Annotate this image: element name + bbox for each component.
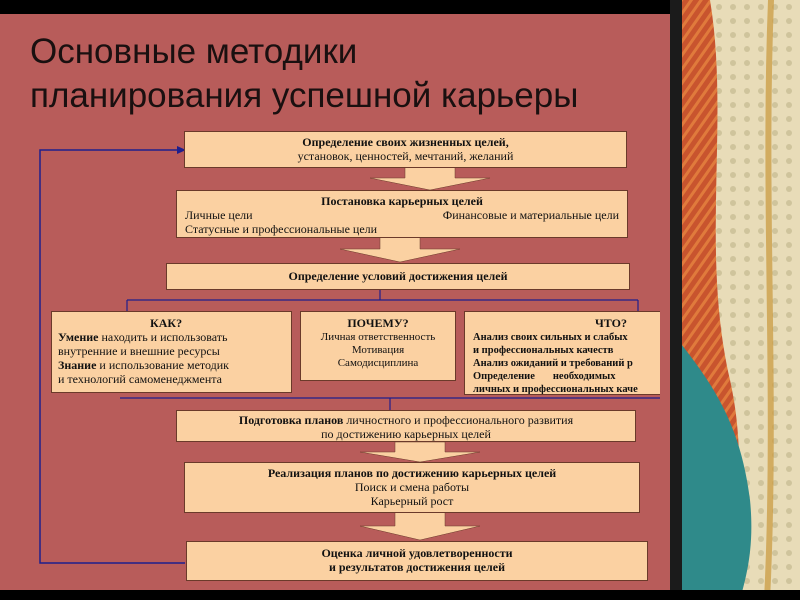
what-box: ЧТО? Анализ своих сильных и слабых и про…: [464, 311, 660, 395]
career-goals-heading: Постановка карьерных целей: [185, 194, 619, 208]
why-heading: ПОЧЕМУ?: [301, 316, 455, 331]
implementation-career-growth: Карьерный рост: [185, 494, 639, 508]
why-responsibility: Личная ответственность: [301, 331, 455, 344]
life-goals-line-1: Определение своих жизненных целей,: [185, 135, 626, 149]
evaluation-line-1: Оценка личной удовлетворенности: [187, 546, 647, 560]
what-heading: ЧТО?: [473, 316, 660, 331]
why-motivation: Мотивация: [301, 344, 455, 357]
why-box: ПОЧЕМУ? Личная ответственность Мотивация…: [300, 311, 456, 381]
career-goals-personal: Личные цели: [185, 208, 253, 222]
page-title: Основные методики планирования успешной …: [30, 30, 578, 118]
what-strengths: Анализ своих сильных и слабых: [473, 331, 660, 344]
plans-box: Подготовка планов личностного и професси…: [176, 410, 636, 442]
how-knowledge-text: и использование методик: [96, 358, 229, 372]
career-goals-row: Личные цели Финансовые и материальные це…: [185, 208, 619, 222]
how-skill-text: находить и использовать: [98, 330, 227, 344]
implementation-box: Реализация планов по достижению карьерны…: [184, 462, 640, 513]
title-line-2: планирования успешной карьеры: [30, 74, 578, 118]
what-definition: Определение: [473, 371, 535, 382]
how-knowledge-label: Знание: [58, 358, 96, 372]
conditions-box: Определение условий достижения целей: [166, 263, 630, 290]
title-line-1: Основные методики: [30, 30, 578, 74]
how-box: КАК? Умение находить и использовать внут…: [51, 311, 292, 393]
what-qualities: и профессиональных качеств: [473, 344, 660, 357]
evaluation-line-2: и результатов достижения целей: [187, 560, 647, 574]
plans-heading: Подготовка планов: [239, 413, 343, 427]
plans-line-2: по достижению карьерных целей: [177, 427, 635, 441]
how-resources: внутренние и внешние ресурсы: [58, 344, 285, 358]
career-goals-box: Постановка карьерных целей Личные цели Ф…: [176, 190, 628, 238]
how-technologies: и технологий самоменеджмента: [58, 372, 285, 386]
evaluation-box: Оценка личной удовлетворенности и резуль…: [186, 541, 648, 581]
conditions-text: Определение условий достижения целей: [167, 269, 629, 283]
what-personal-qualities: личных и профессиональных каче: [473, 383, 660, 395]
decorative-fabric-panel: [670, 0, 800, 600]
implementation-job-search: Поиск и смена работы: [185, 480, 639, 494]
how-skill-label: Умение: [58, 330, 98, 344]
bottom-bar: [0, 590, 800, 600]
plans-heading-rest: личностного и профессионального развития: [343, 413, 573, 427]
what-expectations: Анализ ожиданий и требований р: [473, 357, 660, 370]
implementation-heading: Реализация планов по достижению карьерны…: [185, 466, 639, 480]
career-goals-financial: Финансовые и материальные цели: [443, 208, 619, 222]
why-self-discipline: Самодисциплина: [301, 357, 455, 370]
life-goals-line-2: установок, ценностей, мечтаний, желаний: [185, 149, 626, 163]
what-necessary: необходимых: [553, 371, 616, 382]
life-goals-box: Определение своих жизненных целей, устан…: [184, 131, 627, 168]
how-heading: КАК?: [58, 316, 285, 330]
career-goals-status: Статусные и профессиональные цели: [185, 222, 619, 236]
